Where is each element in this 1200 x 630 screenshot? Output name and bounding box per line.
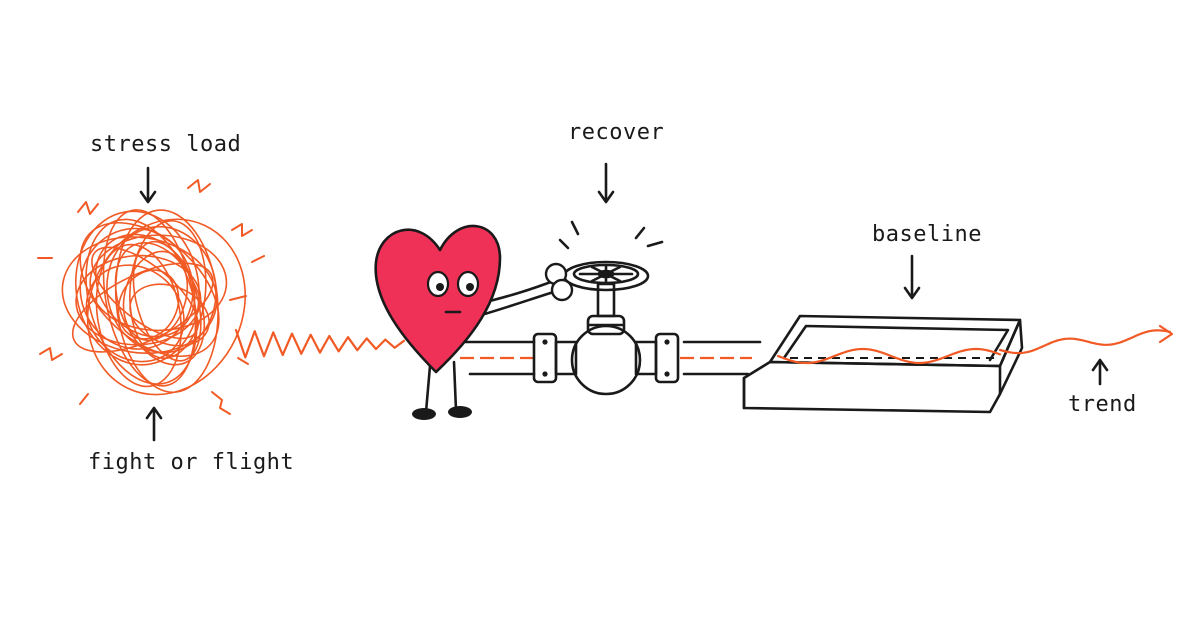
scribble-loop [61,236,218,355]
scribble-loop [86,218,246,396]
fight-or-flight-label: fight or flight [88,450,295,475]
baseline-label: baseline [872,222,982,247]
trend-line [998,324,1174,355]
valve-icon [532,220,680,396]
scribble-loop [89,234,228,332]
baseline-tray-icon [742,314,1024,414]
scribble-loop [71,262,214,353]
stress-wave [234,328,406,359]
stress-scribble-icon [37,179,265,415]
pipe [458,340,762,376]
stress-load-label: stress load [90,132,242,157]
scribble-loop [79,221,220,358]
recover-label: recover [568,120,665,145]
scribble-loop [114,209,219,394]
scribble-loop [114,242,206,366]
trend-label: trend [1068,392,1137,417]
heart-character-icon [374,224,574,420]
scribble-loop [102,209,197,387]
scribble-loop [132,240,202,362]
scribble-loop [129,220,207,360]
scribble-loop [95,243,182,388]
label-arrows [139,162,1109,442]
